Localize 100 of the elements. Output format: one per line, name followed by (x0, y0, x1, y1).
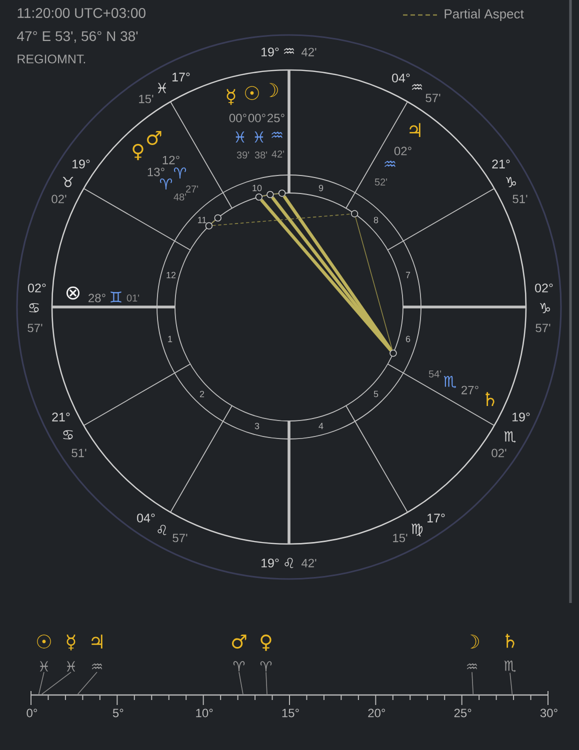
minute-label: 42' (301, 558, 316, 568)
house-number: 7 (406, 272, 410, 278)
planet-glyph: ♀ (132, 144, 144, 160)
minute-label: 57' (536, 324, 550, 332)
scale-label: 0° (26, 708, 38, 718)
house-number: 5 (374, 390, 378, 398)
header-text: 11:20:00 UTC+03:00 (18, 8, 146, 18)
zodiac-sign: ♒ (284, 48, 294, 54)
aspect-point (278, 190, 286, 197)
header-text: REGIOMNT. (18, 54, 86, 64)
aspect-line (211, 220, 216, 224)
planet-marker: ☉ ♓ (37, 634, 51, 672)
minute-label: 57' (172, 534, 188, 542)
planet-marker: ♂ ♈ (232, 634, 246, 672)
zodiac-sign: ♏ (444, 376, 456, 388)
zodiac-sign: ♋ (29, 303, 39, 312)
house-number: 11 (198, 216, 206, 224)
planet-marker: ☿ ♓ (66, 634, 76, 672)
zodiac-sign: ♓ (236, 132, 244, 142)
zodiac-sign: ♋ (63, 430, 73, 440)
planet-glyph: ☉ (245, 86, 259, 100)
house-number: 9 (318, 184, 324, 192)
minute-label: 38' (254, 151, 268, 159)
leader-line (38, 672, 44, 695)
house-number: 1 (168, 336, 172, 342)
aspect-line (262, 194, 268, 197)
degree-label: 00° (248, 114, 266, 122)
leader-line (41, 672, 72, 695)
house-number: 8 (374, 216, 378, 224)
degree-label: 02° (28, 284, 46, 292)
fortune-symbol: ⊗ (66, 286, 80, 300)
zodiac-sign: ♏ (504, 431, 516, 443)
minute-label: 27' (186, 186, 198, 192)
aspect-line (273, 193, 279, 195)
leader-line (77, 672, 98, 695)
minute-label: 01' (126, 294, 140, 302)
zodiac-sign: ♌ (284, 558, 294, 568)
planet-glyph: ☽ (269, 83, 278, 97)
degree-label: 17° (172, 72, 190, 82)
degree-label: 12° (162, 156, 180, 164)
degree-label: 19° (262, 558, 279, 568)
legend-text: Partial Aspect (444, 8, 524, 22)
zodiac-sign: ♑ (506, 176, 516, 188)
aspect-line (355, 216, 393, 350)
planet-marker: ☽ ♒ (466, 634, 479, 670)
zodiac-sign: ♒ (384, 160, 396, 168)
degree-label: 21° (492, 160, 510, 168)
aspect-point (390, 350, 397, 357)
degree-label: 25° (268, 114, 284, 122)
aspect-point (214, 214, 222, 222)
minute-label: 51' (72, 448, 86, 458)
scale-label: 30° (540, 708, 558, 718)
leader-line (472, 672, 474, 695)
degree-label: 19° (72, 160, 90, 168)
header-text: 47° E 53', 56° N 38' (17, 31, 138, 43)
zodiac-sign: ♍ (411, 524, 423, 536)
zodiac-sign: ♌ (158, 524, 166, 536)
planet-glyph: ♃ (410, 123, 420, 137)
scale-label: 5° (112, 708, 124, 718)
house-number: 2 (200, 390, 204, 398)
degree-label: 00° (229, 114, 246, 122)
minute-label: 15' (393, 534, 408, 542)
minute-label: 42' (301, 48, 316, 56)
house-number: 3 (254, 422, 260, 430)
house-number: 4 (318, 422, 324, 430)
degree-scale (30, 690, 548, 706)
degree-label: 02° (535, 284, 553, 292)
scale-label: 10° (196, 708, 213, 718)
planet-marker: ♃ ♒ (92, 634, 102, 670)
degree-label: 27° (462, 386, 478, 394)
leader-line (266, 672, 268, 695)
zodiac-sign: ♉ (62, 176, 74, 188)
leader-line (510, 672, 513, 695)
minute-label: 39' (236, 151, 250, 159)
degree-label: 19° (512, 412, 530, 422)
aspect-point (350, 210, 358, 218)
planet-glyph: ♂ (147, 131, 162, 145)
minute-label: 15' (139, 94, 154, 104)
zodiac-sign: ♊ (110, 292, 122, 302)
aspect-point (205, 222, 213, 230)
house-number: 6 (406, 336, 410, 342)
scale-label: 25° (454, 708, 472, 718)
aspect-point (266, 190, 274, 198)
aspect-point (255, 193, 263, 201)
degree-label: 17° (428, 514, 445, 522)
zodiac-sign: ♓ (254, 132, 264, 142)
house-number: 10 (252, 184, 262, 192)
degree-label: 19° (262, 48, 279, 56)
degree-label: 04° (392, 74, 410, 82)
leader-line (238, 672, 244, 695)
scale-label: 20° (368, 708, 386, 718)
minute-label: 51' (512, 194, 528, 204)
minute-label: 48' (174, 193, 186, 201)
aspect-line (212, 214, 352, 226)
zodiac-sign: ♒ (272, 132, 282, 138)
zodiac-sign: ♈ (160, 178, 172, 190)
minute-label: 02' (52, 194, 66, 204)
house-number: 12 (166, 272, 176, 278)
zodiac-sign: ♒ (412, 84, 422, 90)
planet-glyph: ☿ (226, 89, 236, 105)
